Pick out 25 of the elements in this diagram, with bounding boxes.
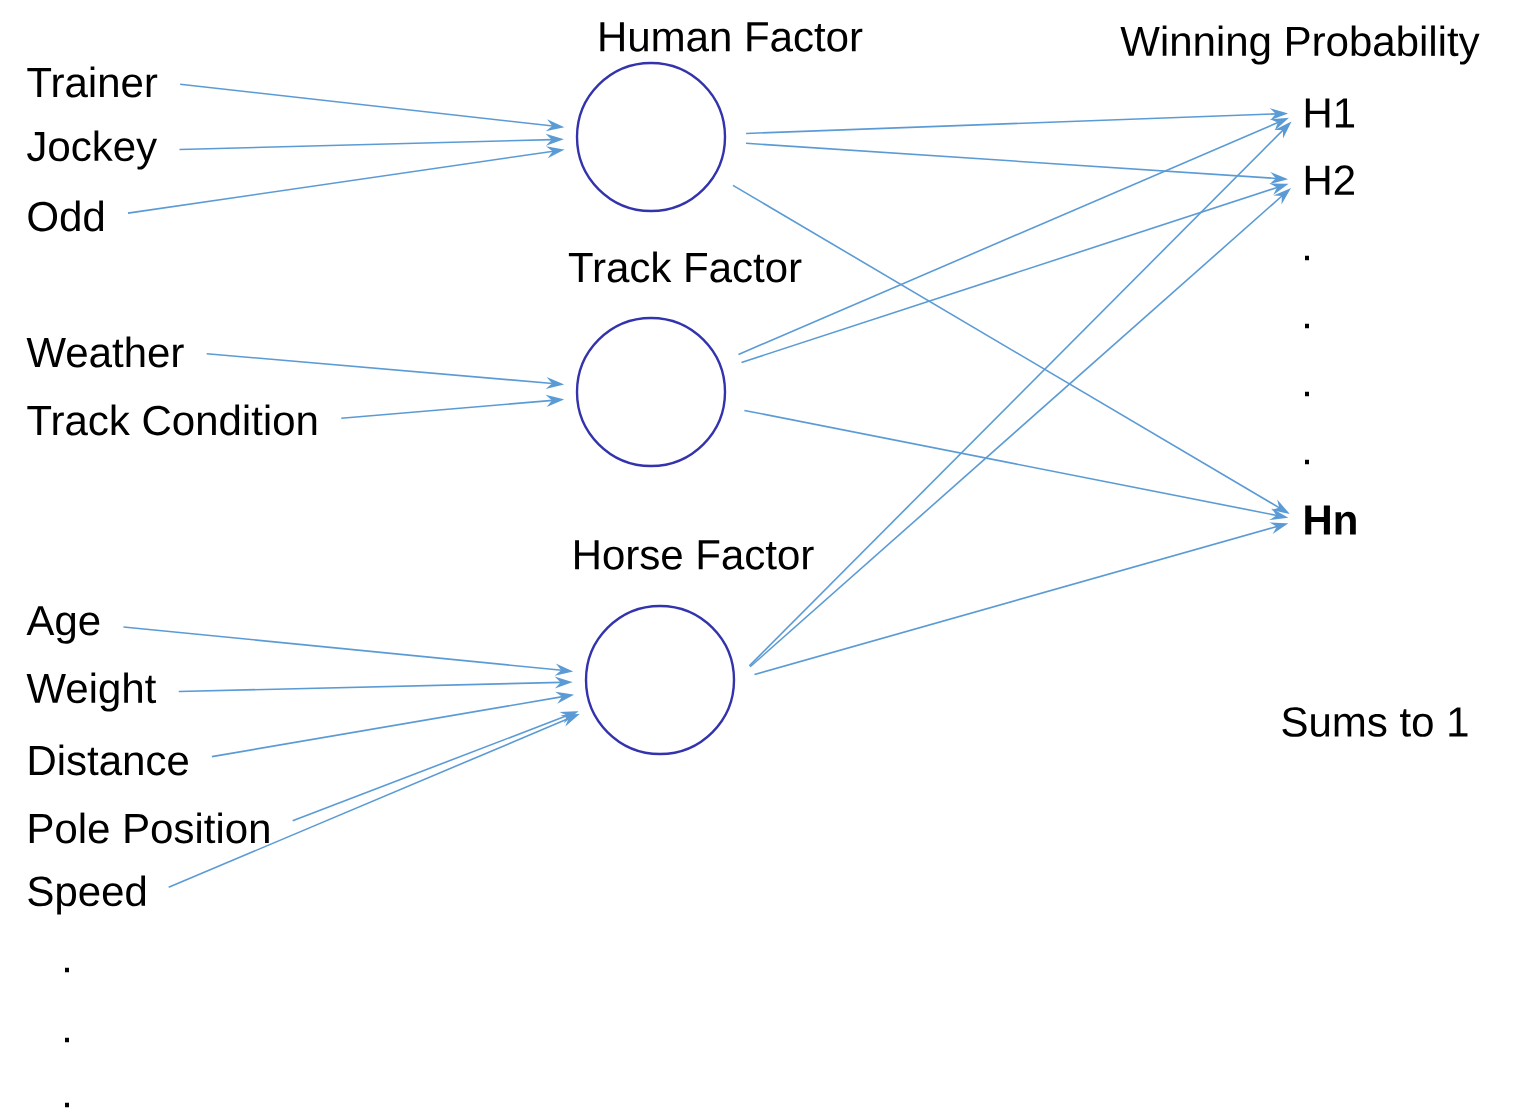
input-label: Distance	[29, 744, 188, 776]
input-label: Weight	[26, 672, 157, 712]
text-label: .	[65, 1102, 69, 1108]
text-label: .	[65, 1037, 69, 1043]
input-label: Track Condition	[27, 404, 317, 436]
text-label: .	[1305, 323, 1309, 329]
input-label: Odd	[28, 200, 104, 232]
input-label: Pole Position	[29, 812, 269, 844]
input-label: Jockey	[27, 130, 158, 170]
output-label: H2	[1305, 165, 1354, 195]
output-label: Hn	[1305, 505, 1356, 535]
node-label: Horse Factor	[575, 540, 814, 570]
text-label: .	[1305, 459, 1309, 465]
node-label: Human Factor	[600, 22, 863, 52]
text-label: .	[1305, 391, 1309, 397]
output-label: H1	[1305, 98, 1355, 128]
text-label: Winning Probability	[1120, 25, 1480, 65]
node-label: Track Factor	[568, 251, 802, 283]
text-label: .	[1305, 255, 1309, 261]
input-label: Trainer	[27, 66, 158, 98]
text-label: .	[65, 967, 69, 973]
text-label: Sums to 1	[1282, 707, 1468, 737]
input-label: Weather	[26, 336, 184, 368]
input-label: Age	[26, 606, 100, 644]
input-label: Speed	[28, 875, 146, 915]
